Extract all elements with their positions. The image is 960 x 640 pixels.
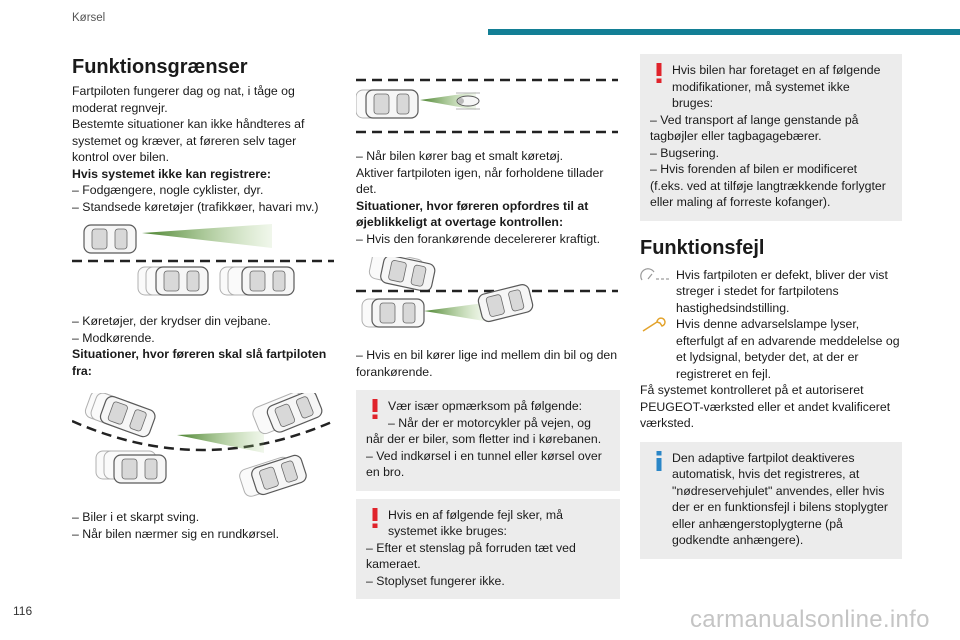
- section-title-malfunction: Funktionsfejl: [640, 236, 765, 259]
- header-section-label: Kørsel: [72, 12, 106, 24]
- service-wrench-icon: [642, 317, 666, 332]
- paragraph: Få systemet kontrolleret på et autoriser…: [640, 383, 891, 430]
- column-right: Hvis bilen har foretaget en af følgende …: [640, 54, 902, 567]
- paragraph-text: Hvis fartpiloten er defekt, bliver der v…: [676, 267, 888, 315]
- list-item: – Når bilen kører bag et smalt køretøj.: [356, 149, 564, 163]
- note-title: Hvis bilen har foretaget en af følgende …: [672, 63, 881, 110]
- warning-note: Hvis bilen har foretaget en af følgende …: [640, 54, 902, 221]
- warning-exclamation-icon: [372, 399, 378, 419]
- subheading: Situationer, hvor føreren opfordres til …: [356, 198, 589, 230]
- note-item: – Ved transport af lange genstande på ta…: [650, 112, 859, 144]
- illustration-cut-in: [356, 257, 618, 328]
- column-middle: – Når bilen kører bag et smalt køretøj. …: [356, 76, 620, 607]
- list-item: – Modkørende.: [72, 330, 155, 345]
- list-item: – Køretøjer, der krydser din vejbane.: [72, 314, 271, 328]
- paragraph: Fartpiloten fungerer dag og nat, i tåge …: [72, 84, 295, 115]
- paragraph: Bestemte situationer kan ikke håndteres …: [72, 117, 305, 164]
- warning-exclamation-icon: [656, 63, 662, 83]
- note-item: – Stoplyset fungerer ikke.: [366, 573, 505, 588]
- subheading: Hvis systemet ikke kan registrere:: [72, 166, 271, 181]
- note-item: – Bugsering.: [650, 145, 720, 160]
- list-item: – Hvis den forankørende decelererer kraf…: [356, 231, 601, 246]
- note-item: – Hvis forenden af bilen er modificeret …: [650, 162, 886, 209]
- header-accent-bar: [488, 29, 960, 35]
- paragraph-speed-dashes: Hvis fartpiloten er defekt, bliver der v…: [640, 267, 902, 317]
- info-note: Den adaptive fartpilot deaktiveres autom…: [640, 441, 902, 559]
- warning-note: Hvis en af følgende fejl sker, må system…: [356, 498, 620, 599]
- page-number: 116: [13, 604, 33, 618]
- subheading: Situationer, hvor føreren skal slå fartp…: [72, 347, 327, 378]
- info-icon: [656, 450, 662, 471]
- list-item: – Hvis en bil kører lige ind mellem din …: [356, 348, 618, 379]
- note-text: Den adaptive fartpilot deaktiveres autom…: [672, 450, 888, 548]
- list-item: – Standsede køretøjer (trafikkøer, havar…: [72, 199, 319, 214]
- note-item: – Efter et stenslag på forruden tæt ved …: [366, 540, 576, 572]
- motorcycle-icon: [456, 92, 480, 110]
- list-item: – Når bilen nærmer sig en rundkørsel.: [72, 526, 280, 541]
- paragraph-text: Hvis denne advarselslampe lyser, efterfu…: [676, 317, 900, 381]
- warning-exclamation-icon: [372, 507, 378, 528]
- note-title: Vær især opmærksom på følgende:: [388, 399, 583, 413]
- note-item: – Når der er motorcykler på vejen, og nå…: [366, 415, 602, 447]
- speed-dashes-icon: [640, 267, 669, 280]
- note-title: Hvis en af følgende fejl sker, må system…: [388, 507, 563, 539]
- paragraph: Aktiver fartpiloten igen, når forholdene…: [356, 165, 604, 197]
- paragraph-warning-lamp: Hvis denne advarselslampe lyser, efterfu…: [640, 316, 902, 382]
- illustration-narrow-vehicle: [356, 78, 618, 134]
- illustration-crossing-traffic: [72, 224, 334, 296]
- illustration-sharp-curve: [72, 393, 334, 499]
- list-item: – Fodgængere, nogle cyklister, dyr.: [72, 183, 264, 197]
- section-title-limits: Funktionsgrænser: [72, 56, 248, 78]
- warning-note: Vær især opmærksom på følgende: – Når de…: [356, 390, 620, 491]
- watermark: carmanualsonline.info: [690, 606, 930, 633]
- column-left: Funktionsgrænser Fartpiloten fungerer da…: [72, 54, 334, 542]
- list-item: – Biler i et skarpt sving.: [72, 510, 200, 524]
- note-item: – Ved indkørsel i en tunnel eller kørsel…: [366, 448, 602, 480]
